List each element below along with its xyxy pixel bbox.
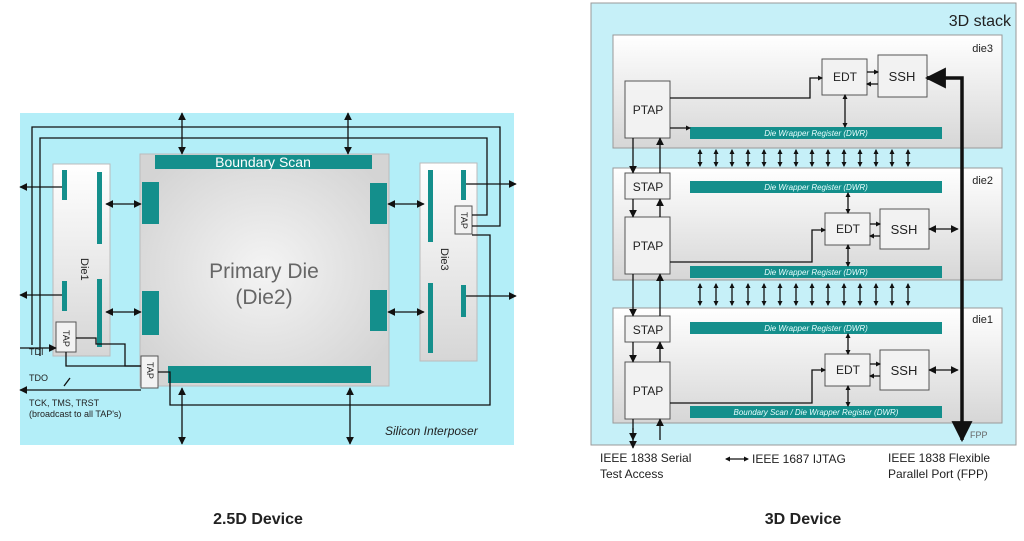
die3-block: Die3 TAP	[419, 162, 478, 362]
die1-stap	[624, 315, 671, 343]
die2-edt	[824, 212, 871, 246]
die1-dwr-bottom	[690, 406, 942, 418]
caption-2-5d: 2.5D Device	[213, 511, 303, 528]
boundary-scan-label: Boundary Scan	[215, 154, 311, 170]
die3-edt-label: EDT	[833, 70, 858, 84]
die2-layer-label: die2	[972, 175, 993, 187]
interposer-label: Silicon Interposer	[385, 424, 479, 438]
die3-ptap-label: PTAP	[633, 103, 663, 117]
die1-dwr-bottom-label: Boundary Scan / Die Wrapper Register (DW…	[734, 408, 899, 417]
broadcast-label-2: (broadcast to all TAP's)	[29, 409, 121, 419]
die3-ssh	[877, 54, 928, 98]
device-2-5d: Die1 TAP Boundary Scan Primary Die (Die2…	[19, 112, 517, 445]
tsv-arrows-die2-die1	[697, 282, 911, 307]
bottom-scan-bar	[168, 366, 371, 383]
primary-die-title: Primary Die	[209, 260, 319, 283]
tdi-label: TDI	[29, 347, 44, 357]
die2-stap-label: STAP	[633, 180, 663, 194]
caption-3d: 3D Device	[765, 511, 842, 528]
die2-dwr-bottom	[690, 266, 942, 278]
boundary-scan-bar	[155, 155, 372, 169]
legend-fpp-1: IEEE 1838 Flexible	[888, 451, 990, 465]
die2-edt-label: EDT	[836, 222, 861, 236]
legend-ijtag: IEEE 1687 IJTAG	[752, 452, 846, 466]
die2-dwr-bottom-label: Die Wrapper Register (DWR)	[764, 268, 868, 277]
primary-die-block: Boundary Scan Primary Die (Die2) TAP	[139, 153, 390, 389]
fpp-tag: FPP	[970, 430, 988, 440]
tsv-arrows-die3-die2	[697, 148, 911, 168]
primary-die-subtitle: (Die2)	[235, 286, 292, 309]
die3-tap	[454, 205, 473, 235]
die1-dwr-top	[690, 322, 942, 334]
die3-edt	[821, 58, 868, 96]
legend-serial-1: IEEE 1838 Serial	[600, 451, 691, 465]
legend-fpp-2: Parallel Port (FPP)	[888, 467, 988, 481]
die2-ptap-label: PTAP	[633, 239, 663, 253]
die3-label: Die3	[438, 248, 450, 271]
stack-label: 3D stack	[949, 13, 1012, 30]
serial-tap-chain	[629, 137, 664, 441]
die1-dwr-top-label: Die Wrapper Register (DWR)	[764, 324, 868, 333]
die3-layer: die3 PTAP Die Wrapper Register (DWR) EDT…	[612, 34, 1003, 149]
die3-dwr	[690, 127, 942, 139]
die1-layer-label: die1	[972, 314, 993, 326]
legend-serial-2: Test Access	[600, 467, 663, 481]
fpp-bus: FPP	[924, 67, 988, 443]
legend: IEEE 1838 Serial Test Access IEEE 1687 I…	[600, 428, 990, 481]
tdo-label: TDO	[29, 373, 48, 383]
die1-ssh-label: SSH	[891, 363, 918, 378]
die3-ptap	[624, 80, 671, 139]
die1-layer: die1 STAP PTAP Die Wrapper Register (DWR…	[612, 307, 1003, 424]
device-3d: 3D stack die3 PTAP Die Wrapper Register …	[590, 2, 1017, 446]
die1-edt	[824, 353, 871, 387]
die2-dwr-top-label: Die Wrapper Register (DWR)	[764, 183, 868, 192]
die3-tap-label: TAP	[459, 212, 469, 229]
die2-dwr-top	[690, 181, 942, 193]
die2-ssh-label: SSH	[891, 222, 918, 237]
die2-ptap	[624, 216, 671, 275]
primary-tap-label: TAP	[145, 362, 155, 379]
die2-layer: die2 STAP PTAP Die Wrapper Register (DWR…	[612, 167, 1003, 281]
die1-stap-label: STAP	[633, 323, 663, 337]
die1-block: Die1 TAP	[52, 163, 111, 357]
die1-ptap	[624, 361, 671, 420]
die1-label: Die1	[78, 258, 90, 281]
broadcast-label-1: TCK, TMS, TRST	[29, 398, 100, 408]
die3-layer-label: die3	[972, 43, 993, 55]
die1-edt-label: EDT	[836, 363, 861, 377]
jtag-wiring	[19, 112, 517, 445]
die3-dwr-label: Die Wrapper Register (DWR)	[764, 129, 868, 138]
die3-ssh-label: SSH	[889, 69, 916, 84]
die2-ssh	[879, 208, 930, 250]
ijtag-connections	[670, 69, 959, 408]
die1-tap-label: TAP	[61, 330, 71, 347]
die2-stap	[624, 172, 671, 200]
die1-ptap-label: PTAP	[633, 384, 663, 398]
